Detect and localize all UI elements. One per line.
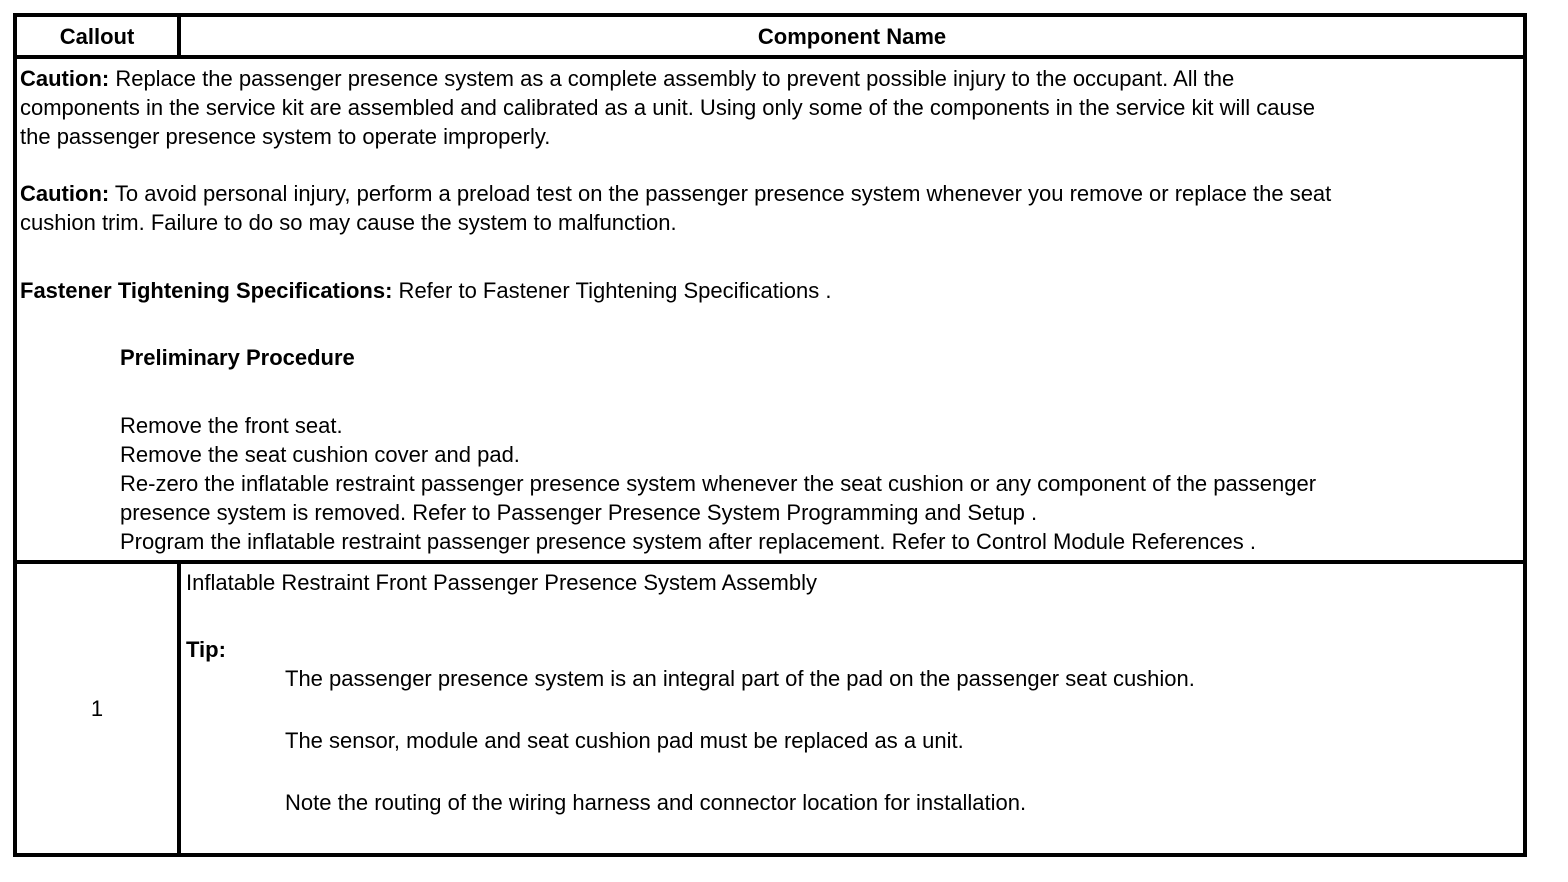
column-divider-header xyxy=(177,17,181,57)
preliminary-step: Program the inflatable restraint passeng… xyxy=(120,529,1256,554)
preliminary-step: Re-zero the inflatable restraint passeng… xyxy=(120,471,1317,496)
caution-2-line-2: cushion trim. Failure to do so may cause… xyxy=(20,210,677,235)
component-name-column-header: Component Name xyxy=(757,24,947,49)
preliminary-step: Remove the front seat. xyxy=(120,413,343,438)
caution-1-label: Caution: xyxy=(20,66,110,91)
column-divider-row xyxy=(177,562,181,853)
tip-label: Tip: xyxy=(186,637,226,662)
preliminary-procedure-heading: Preliminary Procedure xyxy=(120,345,355,370)
preliminary-step-continued: presence system is removed. Refer to Pas… xyxy=(120,500,1038,525)
caution-1-line-2: components in the service kit are assemb… xyxy=(20,95,1315,120)
callout-number: 1 xyxy=(90,696,104,721)
component-table: Callout Component Name Caution: Replace … xyxy=(13,13,1527,857)
preliminary-step: Remove the seat cushion cover and pad. xyxy=(120,442,520,467)
header-divider xyxy=(17,55,1523,59)
component-name: Inflatable Restraint Front Passenger Pre… xyxy=(186,570,817,595)
caution-2-text: To avoid personal injury, perform a prel… xyxy=(109,181,1332,206)
notes-divider xyxy=(17,560,1523,564)
caution-1-text: Replace the passenger presence system as… xyxy=(109,66,1235,91)
tip-item: Note the routing of the wiring harness a… xyxy=(285,790,1027,815)
caution-2-line-1: Caution: To avoid personal injury, perfo… xyxy=(20,179,1331,208)
fastener-spec-line: Fastener Tightening Specifications: Refe… xyxy=(20,276,831,305)
caution-2-label: Caution: xyxy=(20,181,110,206)
fastener-spec-text: Refer to Fastener Tightening Specificati… xyxy=(392,278,832,303)
caution-1-line-1: Caution: Replace the passenger presence … xyxy=(20,64,1234,93)
fastener-spec-label: Fastener Tightening Specifications: xyxy=(20,278,393,303)
tip-item: The sensor, module and seat cushion pad … xyxy=(285,728,964,753)
caution-1-line-3: the passenger presence system to operate… xyxy=(20,124,551,149)
tip-item: The passenger presence system is an inte… xyxy=(285,666,1195,691)
callout-column-header: Callout xyxy=(59,24,135,49)
